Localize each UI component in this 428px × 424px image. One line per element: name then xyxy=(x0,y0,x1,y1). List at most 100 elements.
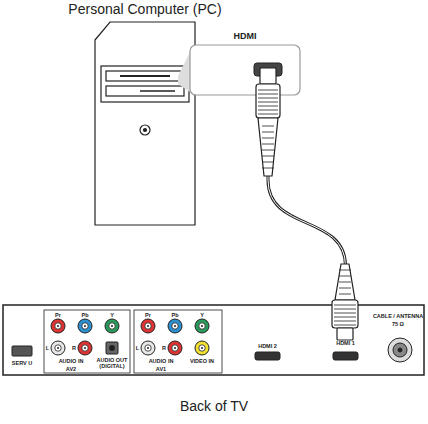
rca-jack-ring xyxy=(199,323,205,329)
av-jacks xyxy=(51,319,209,355)
panel-label: R xyxy=(72,345,76,351)
strain-rib xyxy=(339,288,351,289)
panel-label: Y xyxy=(200,312,204,318)
node-label: Personal Computer (PC) xyxy=(68,1,221,18)
rca-jack-ring xyxy=(82,345,88,351)
grip-rib xyxy=(258,98,278,99)
rca-jack-ring xyxy=(145,345,151,351)
hdmi2-port xyxy=(255,352,280,360)
rca-jack-ring xyxy=(172,323,178,329)
rca-jack xyxy=(195,319,209,333)
rca-jack xyxy=(78,341,92,355)
rca-jack xyxy=(168,319,182,333)
rca-jack xyxy=(168,341,182,355)
rca-jack-pin xyxy=(201,325,203,327)
strain-rib xyxy=(262,156,274,157)
rca-jack-pin xyxy=(111,325,113,327)
panel-label: CABLE / ANTENNA xyxy=(373,313,423,319)
strain-rib xyxy=(262,132,274,133)
grip-rib xyxy=(258,110,278,111)
rca-jack-ring xyxy=(55,345,61,351)
rca-jack-pin xyxy=(147,347,149,349)
hdmi-callout-node: HDMI xyxy=(190,45,300,95)
rca-jack-ring xyxy=(55,323,61,329)
strain-rib xyxy=(262,138,274,139)
rca-jack xyxy=(78,319,92,333)
pc-tower-node: Personal Computer (PC) xyxy=(95,22,195,225)
strain-rib xyxy=(262,144,274,145)
caption: Back of TV xyxy=(0,398,428,414)
rca-jack xyxy=(51,319,65,333)
antenna-connector xyxy=(388,338,412,362)
hdmi1-port-node: HDMI 1 xyxy=(333,340,358,360)
panel-label: AV2 xyxy=(66,366,76,372)
digital-audio-jack xyxy=(106,342,118,354)
panel-label: Pr xyxy=(55,312,61,318)
panel-label: Pb xyxy=(81,312,88,318)
strain-rib xyxy=(262,126,274,127)
rca-jack xyxy=(195,341,209,355)
rca-jack-ring xyxy=(82,323,88,329)
hdmi-plug-bottom xyxy=(332,264,358,340)
panel-label: AV1 xyxy=(156,366,166,372)
grip-rib xyxy=(334,325,356,326)
panel-label: 75 Ω xyxy=(392,321,404,327)
strain-rib xyxy=(262,162,274,163)
rca-jack-pin xyxy=(84,347,86,349)
rca-jack-pin xyxy=(201,347,203,349)
panel-label: SERV U xyxy=(12,360,32,366)
rca-jack-ring xyxy=(109,323,115,329)
rca-jack-pin xyxy=(147,325,149,327)
grip-rib xyxy=(258,114,278,115)
panel-label: L xyxy=(46,345,49,351)
strain-rib xyxy=(339,276,351,277)
panel-label: HDMI 2 xyxy=(258,343,277,349)
strain-rib xyxy=(262,150,274,151)
panel-label: R xyxy=(162,345,166,351)
panel-label: AUDIO IN xyxy=(59,358,84,364)
strain-rib xyxy=(339,270,351,271)
rca-jack-pin xyxy=(174,347,176,349)
rca-jack-ring xyxy=(199,345,205,351)
tv-panel xyxy=(3,305,424,375)
node-label: HDMI xyxy=(234,31,257,42)
node-label: HDMI 1 xyxy=(336,340,355,347)
rca-jack xyxy=(51,341,65,355)
grip-rib xyxy=(334,321,356,322)
grip-rib xyxy=(258,106,278,107)
panel-label: Pr xyxy=(145,312,151,318)
grip-rib xyxy=(334,309,356,310)
rca-jack-ring xyxy=(145,323,151,329)
panel-label: Pb xyxy=(171,312,178,318)
plug-ribs xyxy=(258,90,356,325)
hdmi-callout-box xyxy=(190,45,300,95)
strain-rib xyxy=(339,282,351,283)
hdmi1-port xyxy=(333,352,358,360)
grip-rib xyxy=(334,313,356,314)
panel-label: VIDEO IN xyxy=(190,358,214,364)
panel-label: Y xyxy=(110,312,114,318)
rca-jack xyxy=(105,319,119,333)
rca-jack xyxy=(141,341,155,355)
grip-rib xyxy=(258,94,278,95)
rca-jack-pin xyxy=(174,325,176,327)
strain-rib xyxy=(339,294,351,295)
panel-label: AUDIO IN xyxy=(149,358,174,364)
grip-rib xyxy=(334,317,356,318)
grip-rib xyxy=(258,102,278,103)
digital-audio-hole xyxy=(109,345,115,351)
rca-jack-pin xyxy=(57,325,59,327)
rca-jack xyxy=(141,319,155,333)
strain-rib xyxy=(262,168,274,169)
grip-rib xyxy=(258,90,278,91)
hdmi-plug-top xyxy=(256,68,280,176)
zoom-wedge xyxy=(178,52,190,92)
rca-jack-pin xyxy=(84,325,86,327)
grip-rib xyxy=(334,305,356,306)
pc-tower xyxy=(95,22,195,225)
service-port xyxy=(12,346,32,356)
panel-label: AUDIO OUT (DIGITAL) xyxy=(94,357,130,369)
rca-jack-ring xyxy=(172,345,178,351)
rca-jack-pin xyxy=(57,347,59,349)
panel-label: L xyxy=(136,345,139,351)
